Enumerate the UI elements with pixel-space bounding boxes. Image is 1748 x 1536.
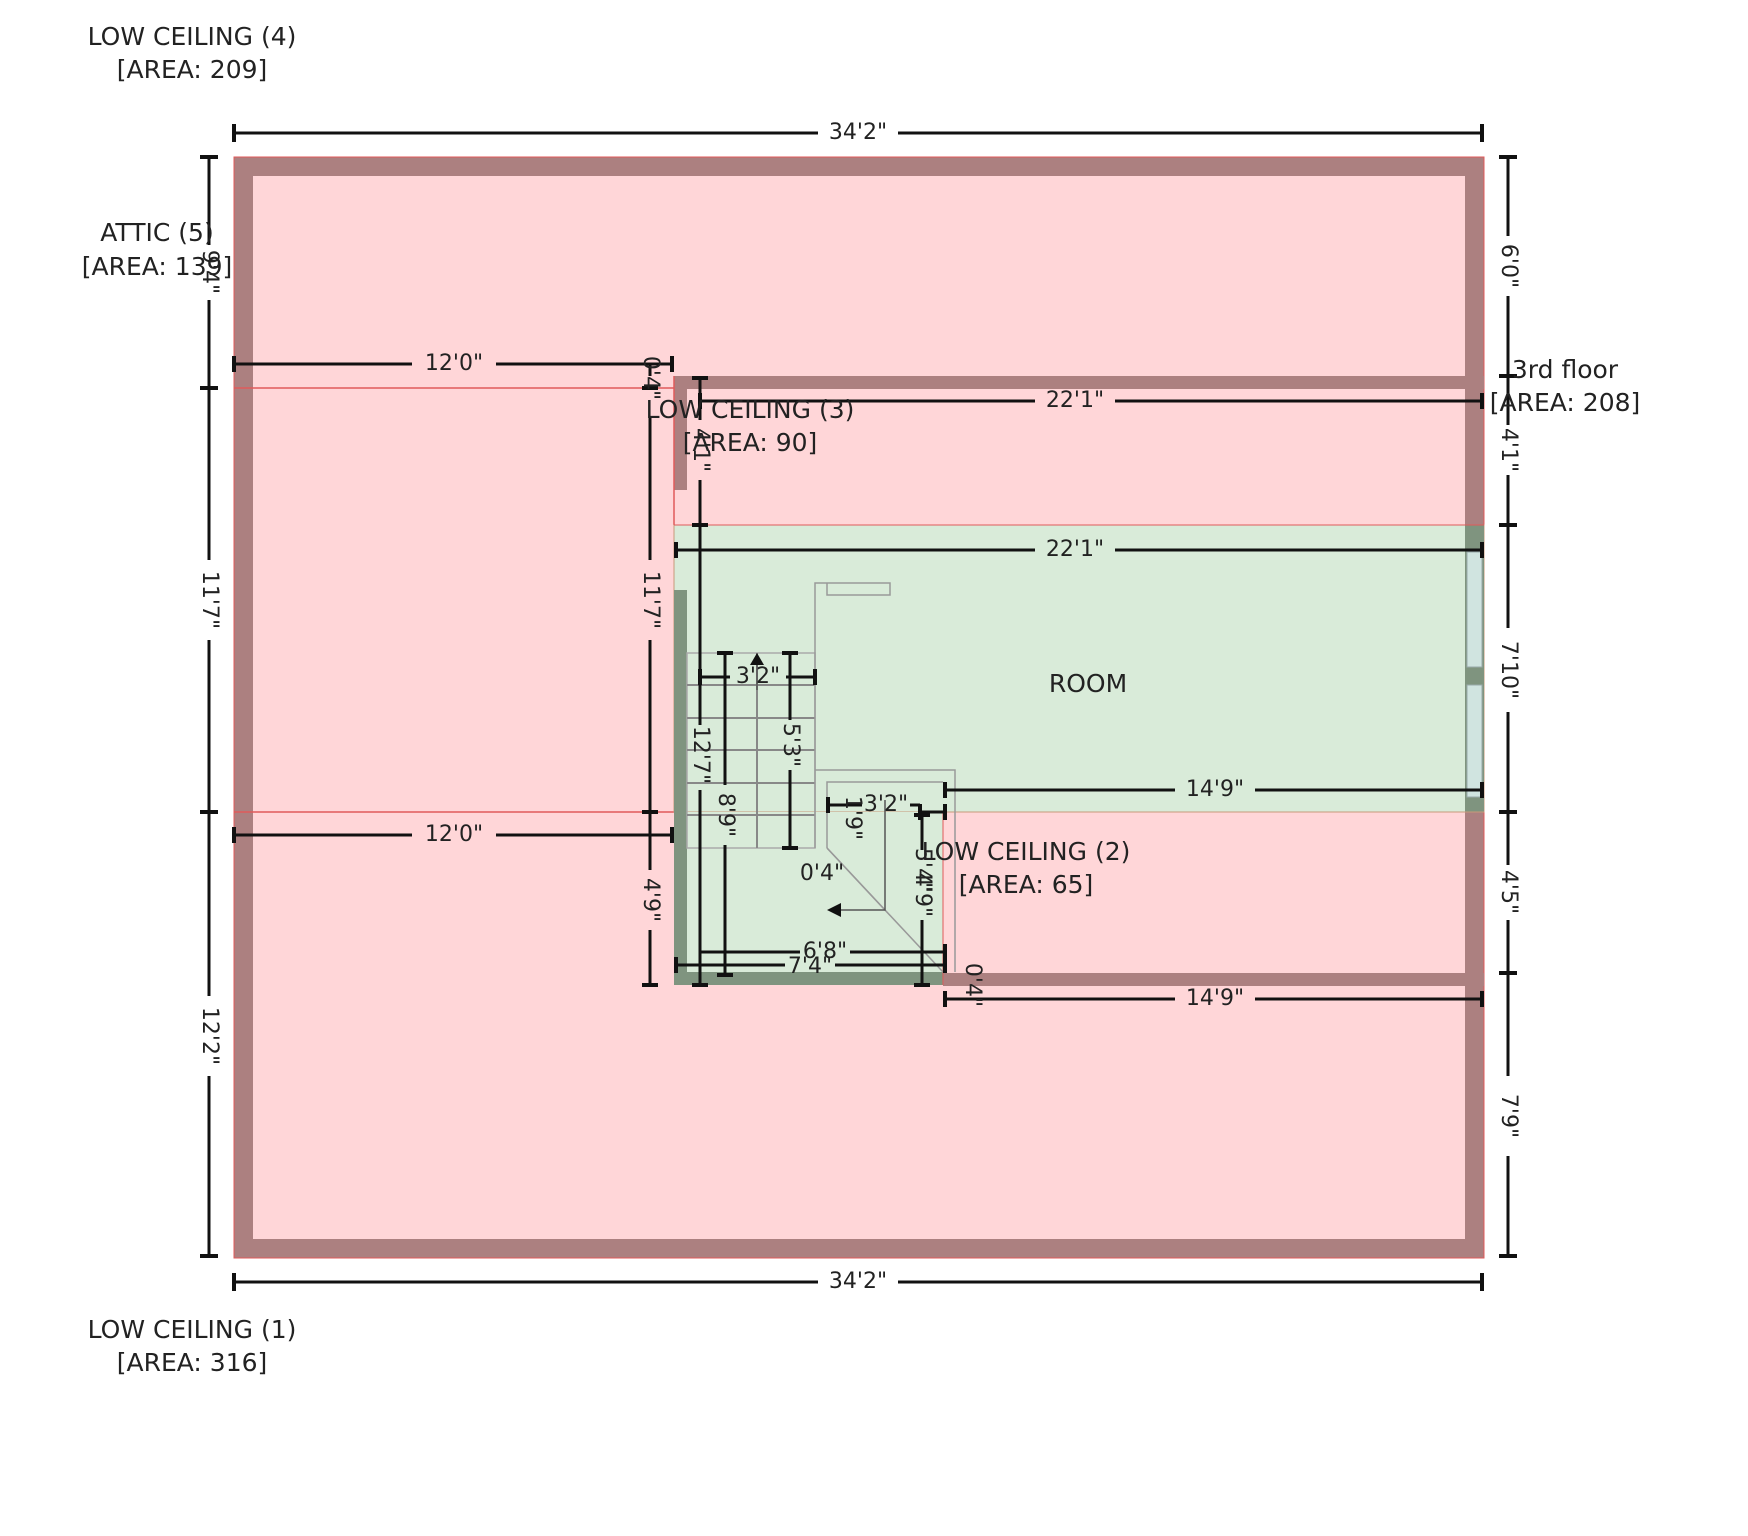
dim-right-4-label: 4'5" bbox=[1496, 870, 1521, 914]
dim-attic-lower-label: 12'0" bbox=[425, 822, 483, 847]
area-low-ceiling-2: LOW CEILING (2) [AREA: 65] bbox=[922, 837, 1131, 899]
area-attic-5-name: ATTIC (5) bbox=[100, 218, 213, 247]
room-window-2 bbox=[1466, 684, 1483, 798]
dim-attic-upper: 12'0" bbox=[232, 351, 674, 376]
area-room: ROOM bbox=[1049, 669, 1127, 698]
dim-stair-mid-width-label: 3'2" bbox=[864, 792, 908, 817]
dim-inner-left: 0'4" 11'7" 4'9" bbox=[638, 356, 663, 987]
area-low-ceiling-4-area: [AREA: 209] bbox=[117, 55, 268, 84]
dim-right-2-label: 4'1" bbox=[1496, 428, 1521, 472]
dim-room-width: 22'1" bbox=[674, 537, 1484, 562]
dim-stair-width-top-label: 3'2" bbox=[736, 664, 780, 689]
dim-lc2-bottom: 14'9" bbox=[943, 986, 1484, 1011]
dim-right: 6'0" 4'1" 7'10" 4'5" 7'9" bbox=[1496, 155, 1521, 1258]
dim-stair-gap-label: 0'4" bbox=[800, 861, 844, 886]
lc3-left-wall bbox=[674, 376, 687, 490]
dim-bottom-width-label: 34'2" bbox=[829, 1269, 887, 1294]
area-low-ceiling-1: LOW CEILING (1) [AREA: 316] bbox=[88, 1315, 297, 1377]
dim-top-width-label: 34'2" bbox=[829, 120, 887, 145]
dim-lc3-width: 22'1" bbox=[698, 388, 1484, 413]
dim-inner-left-mid-label: 11'7" bbox=[638, 571, 663, 629]
dim-stair-right-1-label: 5'4" bbox=[910, 848, 935, 892]
area-low-ceiling-2-name: LOW CEILING (2) bbox=[922, 837, 1131, 866]
stair-bottom-wall bbox=[674, 972, 943, 985]
area-low-ceiling-4: LOW CEILING (4) [AREA: 209] bbox=[88, 22, 297, 84]
dim-stair-right-2-label: 4'9" bbox=[910, 873, 935, 917]
dim-lc2-top-label: 14'9" bbox=[1186, 777, 1244, 802]
area-low-ceiling-2-area: [AREA: 65] bbox=[959, 870, 1094, 899]
dim-right-5-label: 7'9" bbox=[1496, 1094, 1521, 1138]
room-fill bbox=[673, 524, 1485, 813]
area-attic-5-area: [AREA: 139] bbox=[82, 252, 233, 281]
dim-bottom-width: 34'2" bbox=[232, 1269, 1484, 1294]
stair-treads bbox=[686, 582, 956, 973]
dim-top-width: 34'2" bbox=[232, 120, 1484, 145]
dim-left-bottom-label: 12'2" bbox=[197, 1007, 222, 1065]
lc2-bottom-wall bbox=[943, 973, 1484, 986]
dim-stair-small-label: 1'9" bbox=[840, 796, 865, 840]
dim-attic-upper-label: 12'0" bbox=[425, 351, 483, 376]
stair-area-fill bbox=[674, 812, 943, 985]
area-floor: 3rd floor [AREA: 208] bbox=[1490, 355, 1641, 417]
dim-inner-left-bottom-label: 4'9" bbox=[638, 878, 663, 922]
dim-left-mid-label: 11'7" bbox=[197, 571, 222, 629]
dim-lc2-bottom-label: 14'9" bbox=[1186, 986, 1244, 1011]
area-low-ceiling-1-name: LOW CEILING (1) bbox=[88, 1315, 297, 1344]
dim-stair: 12'7" 3'2" 5'3" 8'9" 3'2" 1'9" 0'4" 5'4"… bbox=[674, 525, 985, 1007]
area-attic-5: ATTIC (5) [AREA: 139] bbox=[82, 218, 233, 281]
area-low-ceiling-3: LOW CEILING (3) [AREA: 90] bbox=[646, 395, 855, 457]
area-low-ceiling-4-name: LOW CEILING (4) bbox=[88, 22, 297, 51]
dim-lc2-top: 14'9" bbox=[943, 777, 1484, 802]
stair-left-wall bbox=[674, 590, 687, 985]
area-low-ceiling-3-name: LOW CEILING (3) bbox=[646, 395, 855, 424]
area-floor-area: [AREA: 208] bbox=[1490, 388, 1641, 417]
dim-lc3-depth: 4'1" bbox=[688, 376, 713, 527]
area-floor-name: 3rd floor bbox=[1512, 355, 1619, 384]
dim-stair-run-label: 5'3" bbox=[778, 723, 803, 767]
area-low-ceiling-1-area: [AREA: 316] bbox=[117, 1348, 268, 1377]
dim-left-top-label: 9'4" bbox=[197, 250, 222, 294]
area-low-ceiling-3-area: [AREA: 90] bbox=[683, 428, 818, 457]
dim-lc2-wall-label: 0'4" bbox=[960, 963, 985, 1007]
dim-stair-depth-label: 8'9" bbox=[713, 793, 738, 837]
lc3-top-wall bbox=[674, 376, 1484, 389]
dim-lc3-width-label: 22'1" bbox=[1046, 388, 1104, 413]
dim-inner-left-top-label: 0'4" bbox=[638, 356, 663, 400]
dim-stair-bottom-outer-label: 7'4" bbox=[788, 954, 832, 979]
dim-right-3-label: 7'10" bbox=[1496, 641, 1521, 699]
dim-room-width-label: 22'1" bbox=[1046, 537, 1104, 562]
dim-stair-bottom-inner-label: 6'8" bbox=[803, 939, 847, 964]
dim-lc3-depth-label: 4'1" bbox=[688, 428, 713, 472]
room-window-1 bbox=[1466, 551, 1483, 668]
dim-stair-height-label: 12'7" bbox=[688, 726, 713, 784]
dim-right-1-label: 6'0" bbox=[1496, 244, 1521, 288]
area-room-name: ROOM bbox=[1049, 669, 1127, 698]
dim-attic-lower: 12'0" bbox=[232, 822, 674, 847]
dim-left: 9'4" 11'7" 12'2" bbox=[197, 155, 222, 1258]
